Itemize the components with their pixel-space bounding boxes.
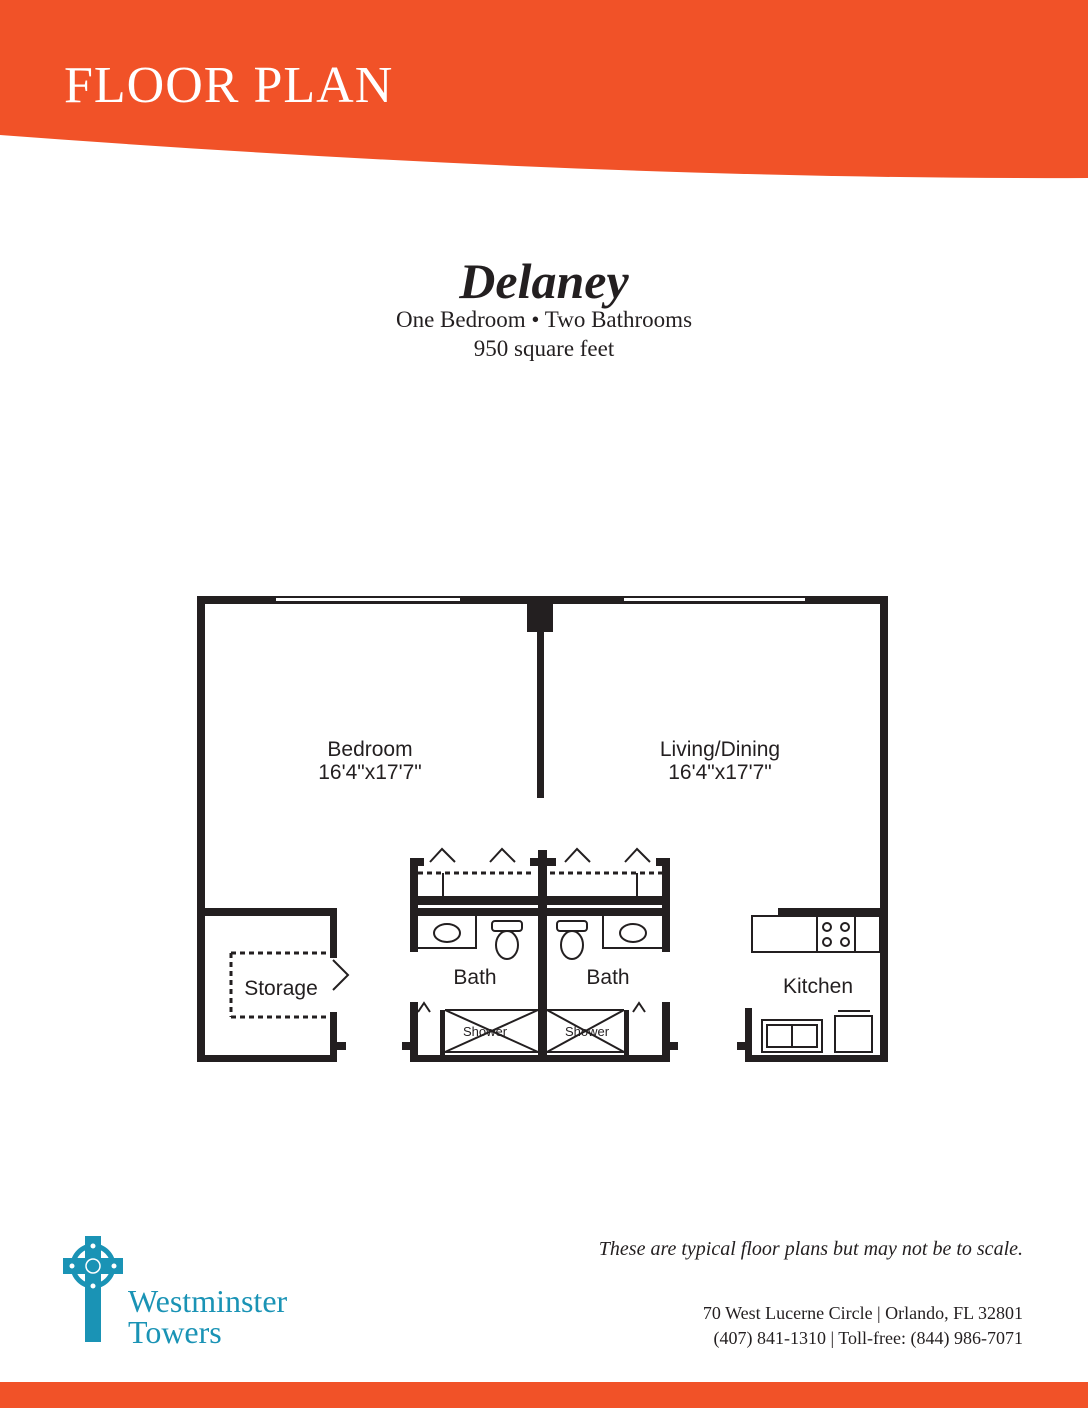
- storage-label: Storage: [244, 977, 318, 1000]
- fixtures: [229, 847, 881, 1053]
- footer-bar: [0, 1382, 1088, 1408]
- logo-text-line2: Towers: [128, 1314, 222, 1350]
- bedroom-label: Bedroom: [327, 738, 412, 761]
- living-dims: 16'4"x17'7": [668, 761, 772, 784]
- header-title: FLOOR PLAN: [64, 57, 394, 114]
- bedroom-dims: 16'4"x17'7": [318, 761, 422, 784]
- plan-subtitle: One Bedroom • Two Bathrooms: [395, 307, 693, 332]
- living-label: Living/Dining: [660, 738, 780, 761]
- shower1-label: Shower: [463, 1024, 508, 1039]
- phone: (407) 841-1310 | Toll-free: (844) 986-70…: [713, 1328, 1023, 1348]
- logo-text-line1: Westminster: [128, 1283, 288, 1319]
- floor-plan-diagram: Bedroom 16'4"x17'7" Living/Dining 16'4"x…: [197, 596, 888, 1062]
- plan-area: 950 square feet: [473, 336, 615, 361]
- plan-name: Delaney: [459, 253, 629, 309]
- address: 70 West Lucerne Circle | Orlando, FL 328…: [702, 1303, 1023, 1323]
- header-banner: [0, 0, 1088, 179]
- walls: [197, 596, 888, 1062]
- kitchen-label: Kitchen: [783, 975, 853, 998]
- celtic-cross-logo-icon: [63, 1236, 123, 1342]
- disclaimer: These are typical floor plans but may no…: [598, 1238, 1023, 1260]
- bath2-label: Bath: [586, 966, 629, 989]
- windows: [276, 598, 805, 601]
- bath1-label: Bath: [453, 966, 496, 989]
- shower2-label: Shower: [565, 1024, 610, 1039]
